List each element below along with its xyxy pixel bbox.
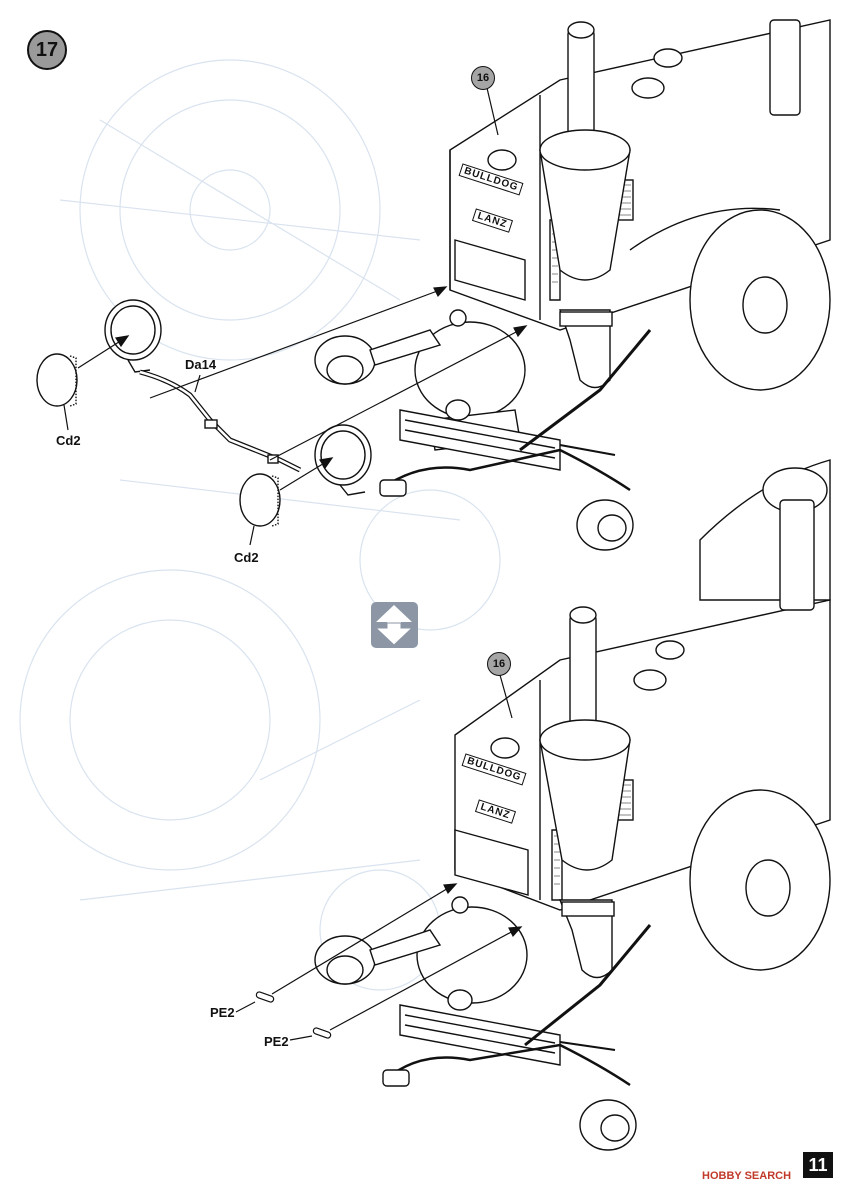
lens-cd2-parts xyxy=(36,353,281,527)
pe2-clip-lower xyxy=(312,1027,332,1039)
ghost-background-drawing xyxy=(19,59,501,991)
pe2-clip-parts xyxy=(255,991,332,1039)
tractor-bottom-view xyxy=(314,459,831,1151)
transition-arrow-icon xyxy=(371,602,418,648)
part-label-cd2-right: Cd2 xyxy=(234,550,259,565)
headlight-assembly-da14 xyxy=(104,299,372,496)
lens-cd2-right xyxy=(239,473,281,527)
page-number: 11 xyxy=(803,1152,833,1178)
callout-step-16-top: 16 xyxy=(471,66,495,90)
part-label-cd2-left: Cd2 xyxy=(56,433,81,448)
assembly-arrows-bottom xyxy=(235,674,523,1041)
assembly-arrows-top xyxy=(63,87,528,546)
tractor-top-view xyxy=(314,19,831,551)
watermark-text: HOBBY SEARCH xyxy=(702,1170,792,1182)
step-number-badge: 17 xyxy=(27,30,67,70)
part-label-da14: Da14 xyxy=(185,357,217,372)
pe2-clip-upper xyxy=(255,991,275,1003)
part-label-pe2-upper: PE2 xyxy=(210,1005,235,1020)
callout-step-16-bottom: 16 xyxy=(487,652,511,676)
part-label-pe2-lower: PE2 xyxy=(264,1034,289,1049)
lens-cd2-left xyxy=(36,353,78,407)
